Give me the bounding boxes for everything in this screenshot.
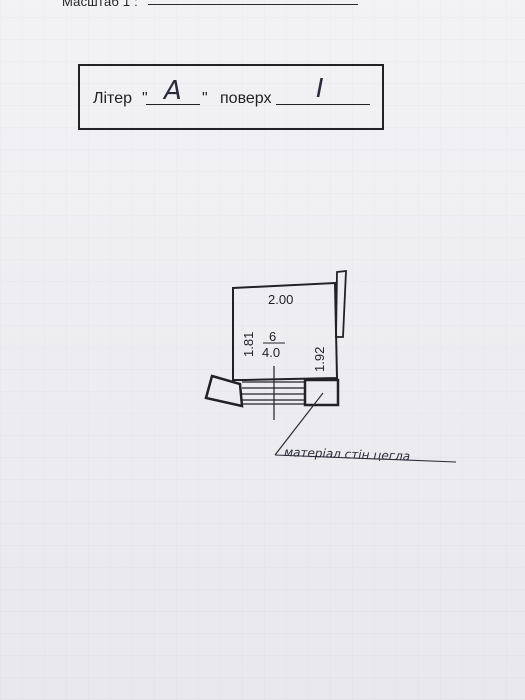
note-underline <box>274 454 457 463</box>
scale-label: Масштаб 1 : <box>62 0 138 9</box>
liter-underline <box>146 104 200 105</box>
floor-label: поверх <box>220 90 272 107</box>
right-wall <box>335 269 347 338</box>
room-outline <box>232 281 339 381</box>
title-block: Літер " А " поверх I <box>78 64 384 130</box>
floor-value: I <box>316 74 324 104</box>
leader-line <box>274 392 324 456</box>
liter-quote-open: " <box>142 90 148 107</box>
liter-value: А <box>164 76 182 106</box>
room-number: 6 <box>269 329 276 344</box>
porch-box <box>303 378 340 407</box>
dim-right-height: 1.92 <box>312 347 327 372</box>
dim-left-height: 1.81 <box>241 332 256 357</box>
floor-underline <box>276 104 370 105</box>
dim-top-width: 2.00 <box>268 292 293 307</box>
wall-material-note: матеріал стін цегла <box>284 445 410 463</box>
door-leaf <box>204 374 244 408</box>
room-area: 4.0 <box>262 345 280 360</box>
liter-label: Літер <box>93 90 132 107</box>
liter-quote-close: " <box>202 90 208 107</box>
scale-underline <box>148 4 358 5</box>
